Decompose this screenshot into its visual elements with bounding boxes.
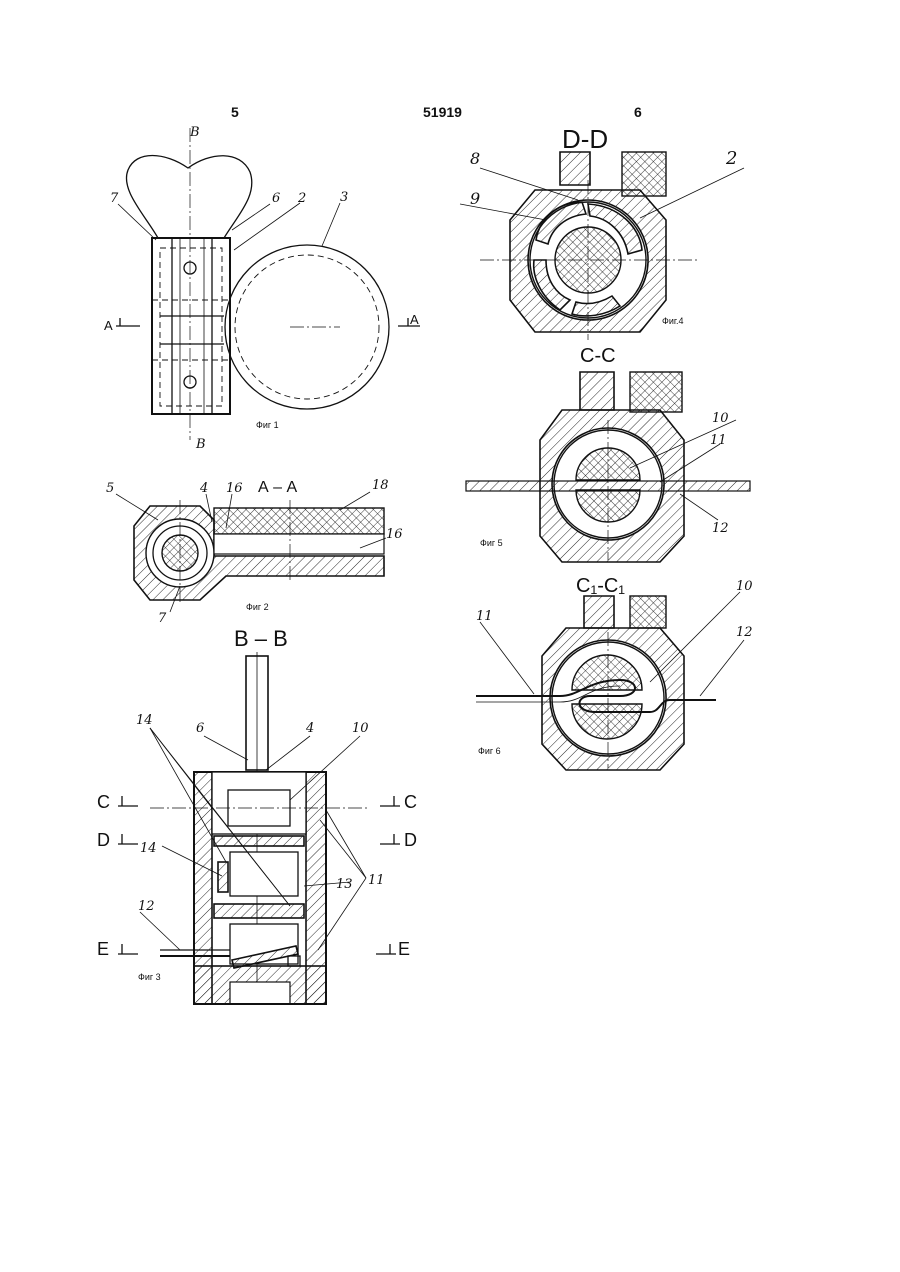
fig1-label-6: 6 — [272, 191, 280, 206]
fig6-label-10: 10 — [736, 579, 753, 594]
fig6-caption: Фиг 6 — [478, 746, 501, 756]
fig2-label-18: 18 — [372, 478, 389, 493]
fig6-title: С₁-С₁ — [576, 575, 625, 597]
figure-1: В В А А — [104, 125, 420, 452]
fig2-handle-bar — [214, 508, 384, 534]
fig3-cut-e-right: Е — [398, 939, 410, 959]
figure-5: С-С 10 11 12 Фиг 5 — [466, 345, 750, 562]
fig3-label-13: 13 — [336, 877, 353, 892]
fig3-title: В – В — [234, 626, 288, 651]
fig1-caption: Фиг 1 — [256, 420, 279, 430]
fig3-label-4: 4 — [305, 721, 314, 736]
fig5-label-11: 11 — [710, 433, 727, 448]
fig4-label-9: 9 — [470, 189, 480, 208]
fig1-section-mark-bottom: В — [195, 437, 206, 452]
fig6-label-12: 12 — [736, 625, 753, 640]
fig4-title: D-D — [562, 124, 608, 154]
fig3-cut-c-left: С — [97, 792, 110, 812]
fig3-cut-d-left: D — [97, 830, 110, 850]
fig2-title: А – А — [258, 479, 297, 496]
fig5-label-10: 10 — [712, 411, 729, 426]
fig1-label-3: 3 — [340, 190, 348, 205]
fig2-label-7: 7 — [158, 611, 167, 626]
fig3-label-10: 10 — [352, 721, 369, 736]
fig3-label-11: 11 — [368, 873, 385, 888]
figure-4: D-D 8 9 2 Фиг.4 — [460, 124, 744, 340]
fig2-label-4: 4 — [199, 481, 208, 496]
fig3-cut-e-left: Е — [97, 939, 109, 959]
fig6-label-11: 11 — [476, 609, 493, 624]
fig5-label-12: 12 — [712, 521, 729, 536]
fig3-label-6: 6 — [196, 721, 204, 736]
fig4-caption: Фиг.4 — [662, 316, 684, 326]
fig4-label-2: 2 — [725, 148, 737, 169]
fig2-label-16a: 16 — [226, 481, 243, 496]
fig3-cut-c-right: С — [404, 792, 417, 812]
fig3-label-12: 12 — [138, 899, 155, 914]
figure-2: А – А 5 4 16 18 16 7 Фиг 2 — [106, 478, 403, 626]
fig5-caption: Фиг 5 — [480, 538, 503, 548]
fig2-label-5: 5 — [106, 481, 114, 496]
fig2-label-16b: 16 — [386, 527, 403, 542]
fig1-section-mark-top: В — [189, 125, 200, 140]
fig3-cut-d-right: D — [404, 830, 417, 850]
fig4-label-8: 8 — [470, 149, 480, 168]
fig2-caption: Фиг 2 — [246, 602, 269, 612]
fig3-label-14-top: 14 — [136, 713, 153, 728]
knob-handle — [126, 156, 251, 239]
fig1-cut-a-left: А — [104, 318, 113, 333]
fig1-label-2: 2 — [297, 191, 306, 206]
fig5-title: С-С — [580, 345, 616, 367]
fig3-label-14-mid: 14 — [140, 841, 157, 856]
fig1-label-7: 7 — [110, 191, 119, 206]
figure-3: В – В С — [97, 626, 417, 1004]
fig1-cut-a-right: А — [410, 312, 419, 327]
figure-6: С₁-С₁ 11 10 12 Фиг 6 — [476, 575, 753, 770]
fig3-caption: Фиг 3 — [138, 972, 161, 982]
